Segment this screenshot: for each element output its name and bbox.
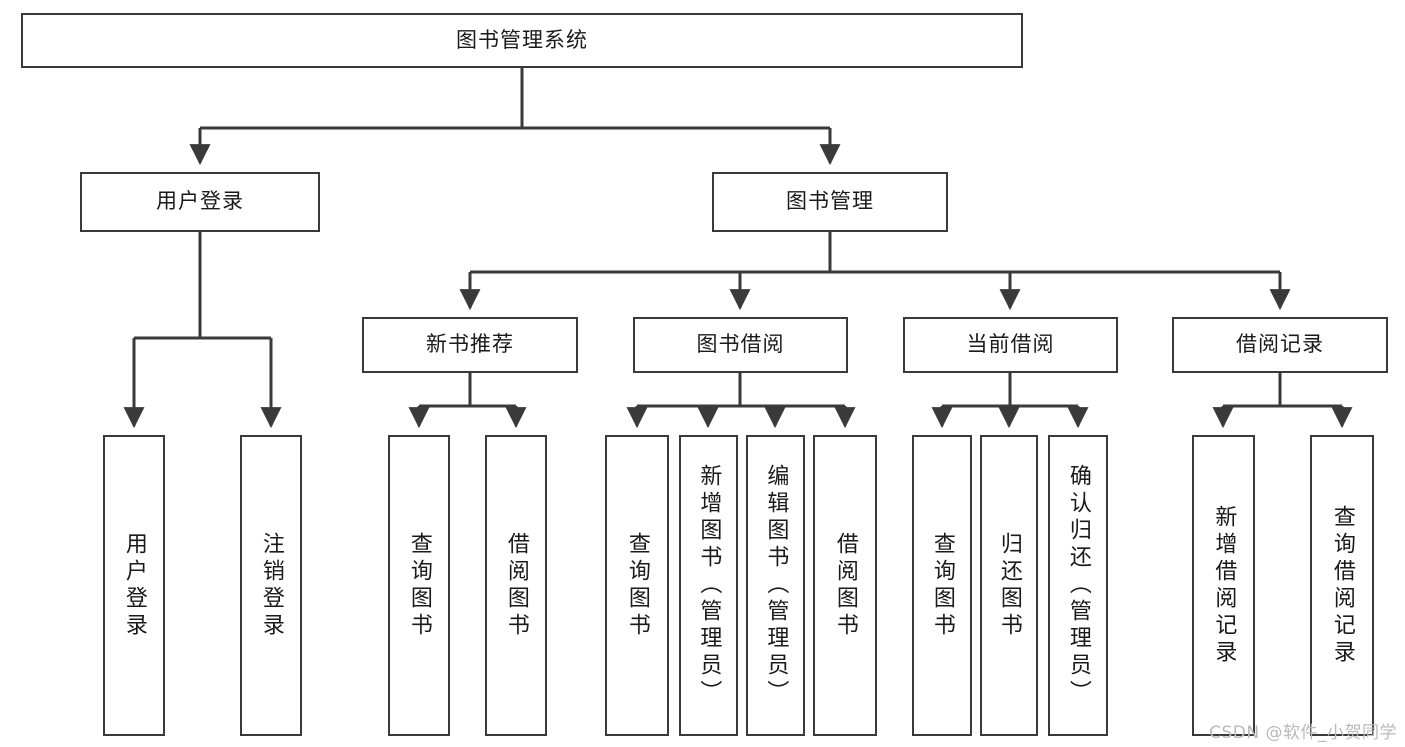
node-leaf-return-book-label: 归还图书 [996,531,1022,640]
node-leaf-user-login-label: 用户登录 [121,531,147,640]
node-borrow-record[interactable]: 借阅记录 [1172,317,1388,373]
node-new-book-rec[interactable]: 新书推荐 [362,317,578,373]
node-book-borrow[interactable]: 图书借阅 [633,317,848,373]
node-leaf-borrow-book-rec[interactable]: 借阅图书 [485,435,547,736]
node-current-borrow-label: 当前借阅 [966,332,1055,357]
node-user-login[interactable]: 用户登录 [80,172,320,232]
node-root-label: 图书管理系统 [456,27,588,52]
edge-root-to-level1 [189,68,841,166]
node-leaf-query-record-label: 查询借阅记录 [1329,504,1355,667]
node-leaf-query-book-cur-label: 查询图书 [929,531,955,640]
node-root[interactable]: 图书管理系统 [21,13,1023,68]
edge-userlogin-to-leaves [123,232,282,429]
node-leaf-confirm-return[interactable]: 确认归还（管理员） [1048,435,1108,736]
node-user-login-label: 用户登录 [156,189,244,214]
node-leaf-user-login[interactable]: 用户登录 [103,435,165,736]
node-leaf-logout[interactable]: 注销登录 [240,435,302,736]
node-leaf-add-record-label: 新增借阅记录 [1211,504,1237,667]
node-current-borrow[interactable]: 当前借阅 [903,317,1118,373]
node-borrow-record-label: 借阅记录 [1236,332,1324,357]
node-leaf-add-record[interactable]: 新增借阅记录 [1192,435,1255,736]
node-leaf-query-book-rec-label: 查询图书 [406,531,432,640]
node-new-book-rec-label: 新书推荐 [426,332,514,357]
node-leaf-edit-book-label: 编辑图书（管理员） [763,464,789,707]
edge-bookborrow-to-leaves [626,373,856,429]
node-book-manage[interactable]: 图书管理 [712,172,948,232]
node-leaf-confirm-return-label: 确认归还（管理员） [1065,464,1091,707]
node-leaf-borrow-book-rec-label: 借阅图书 [503,531,529,640]
node-leaf-query-record[interactable]: 查询借阅记录 [1310,435,1374,736]
node-book-borrow-label: 图书借阅 [696,332,785,357]
node-leaf-return-book[interactable]: 归还图书 [980,435,1038,736]
edge-newbookrec-to-leaves [408,373,527,429]
node-leaf-add-book[interactable]: 新增图书（管理员） [679,435,738,736]
node-leaf-query-book[interactable]: 查询图书 [605,435,669,736]
node-leaf-query-book-cur[interactable]: 查询图书 [912,435,972,736]
node-leaf-borrow-book-label: 借阅图书 [832,531,858,640]
node-leaf-edit-book[interactable]: 编辑图书（管理员） [746,435,805,736]
edge-currentborrow-to-leaves [931,373,1089,429]
edge-borrowrecord-to-leaves [1212,373,1353,429]
node-leaf-logout-label: 注销登录 [258,531,284,640]
node-leaf-add-book-label: 新增图书（管理员） [696,464,722,707]
node-leaf-borrow-book[interactable]: 借阅图书 [813,435,877,736]
node-leaf-query-book-rec[interactable]: 查询图书 [388,435,450,736]
node-book-manage-label: 图书管理 [786,189,874,214]
csdn-watermark: CSDN @软件_小贺同学 [1209,723,1397,743]
edge-bookmanage-to-level2 [459,232,1291,311]
node-leaf-query-book-label: 查询图书 [624,531,650,640]
